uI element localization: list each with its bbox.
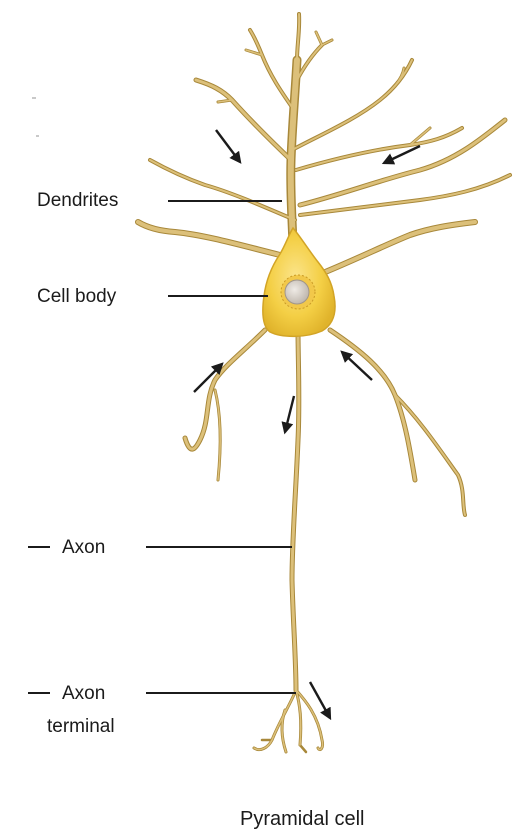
axon-terminal-label-line2: terminal [47,716,115,738]
dendrites-leader-line [168,200,282,202]
cell-body-leader-line [168,295,268,297]
dendrite-tree [138,14,510,752]
arrow-icon [216,130,240,162]
signal-arrows [194,130,420,718]
scan-specks [32,97,39,137]
axon-terminal-label-line1: Axon [62,683,105,705]
axon-leader-line [146,546,292,548]
figure-caption: Pyramidal cell [240,808,364,831]
arrow-icon [285,396,294,432]
axon-terminal-left-dash [28,692,50,694]
nucleus [281,275,315,309]
cell-body-label: Cell body [37,286,116,308]
axon-terminal-leader-line [146,692,296,694]
axon-left-dash [28,546,50,548]
dendrites-label: Dendrites [37,190,118,212]
axon-label: Axon [62,537,105,559]
